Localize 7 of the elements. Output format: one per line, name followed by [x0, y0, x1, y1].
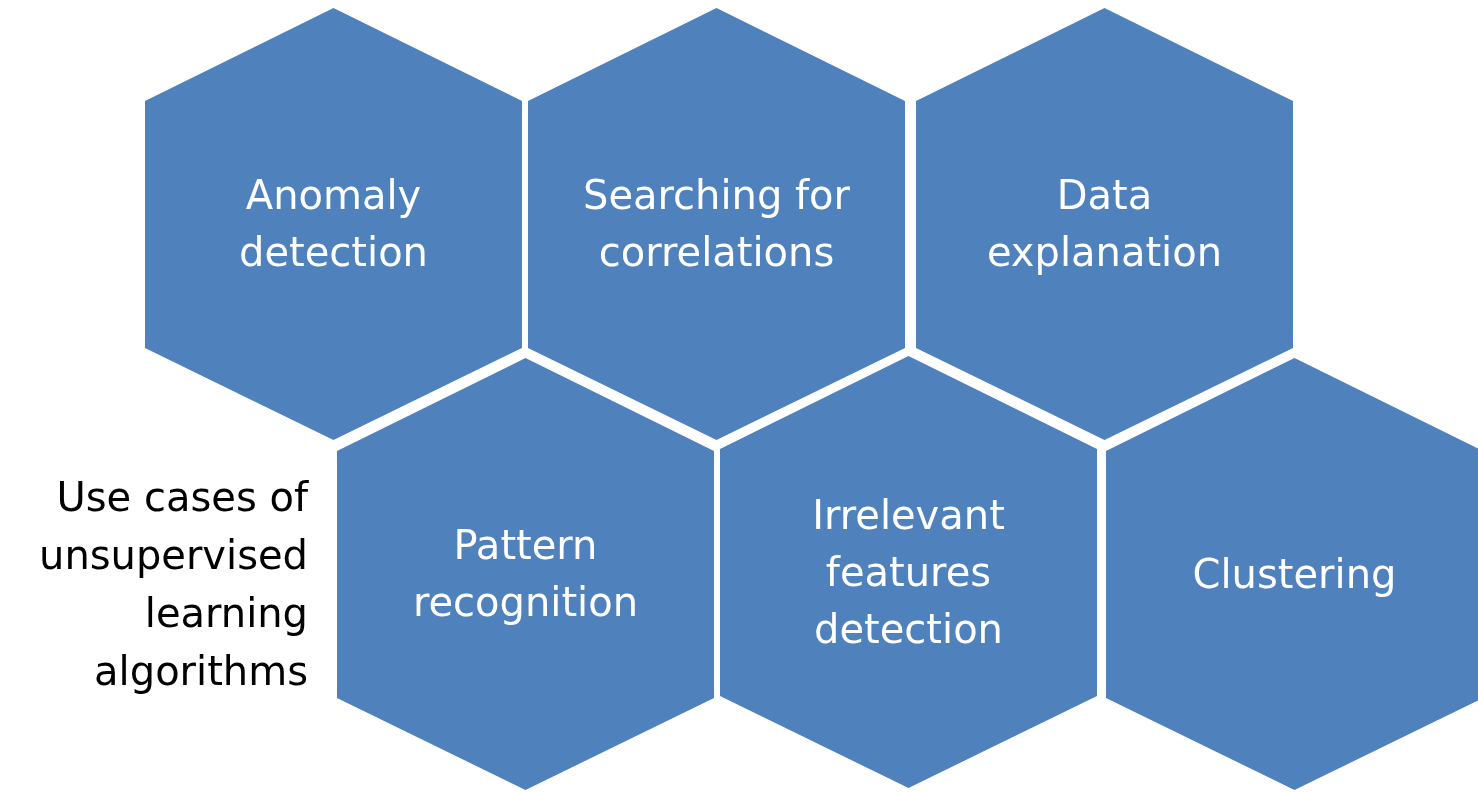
diagram-title: Use cases of unsupervised learning algorithms	[38, 473, 308, 696]
hexagon-label: Anomaly detection	[238, 171, 429, 277]
hexagon-label: Irrelevant features detection	[811, 490, 1006, 654]
hexagon-label: Clustering	[1192, 549, 1397, 599]
hexagon-label: Data explanation	[985, 171, 1224, 277]
hexagon-label: Pattern recognition	[411, 521, 640, 627]
hexagon-label: Searching for correlations	[582, 171, 851, 277]
